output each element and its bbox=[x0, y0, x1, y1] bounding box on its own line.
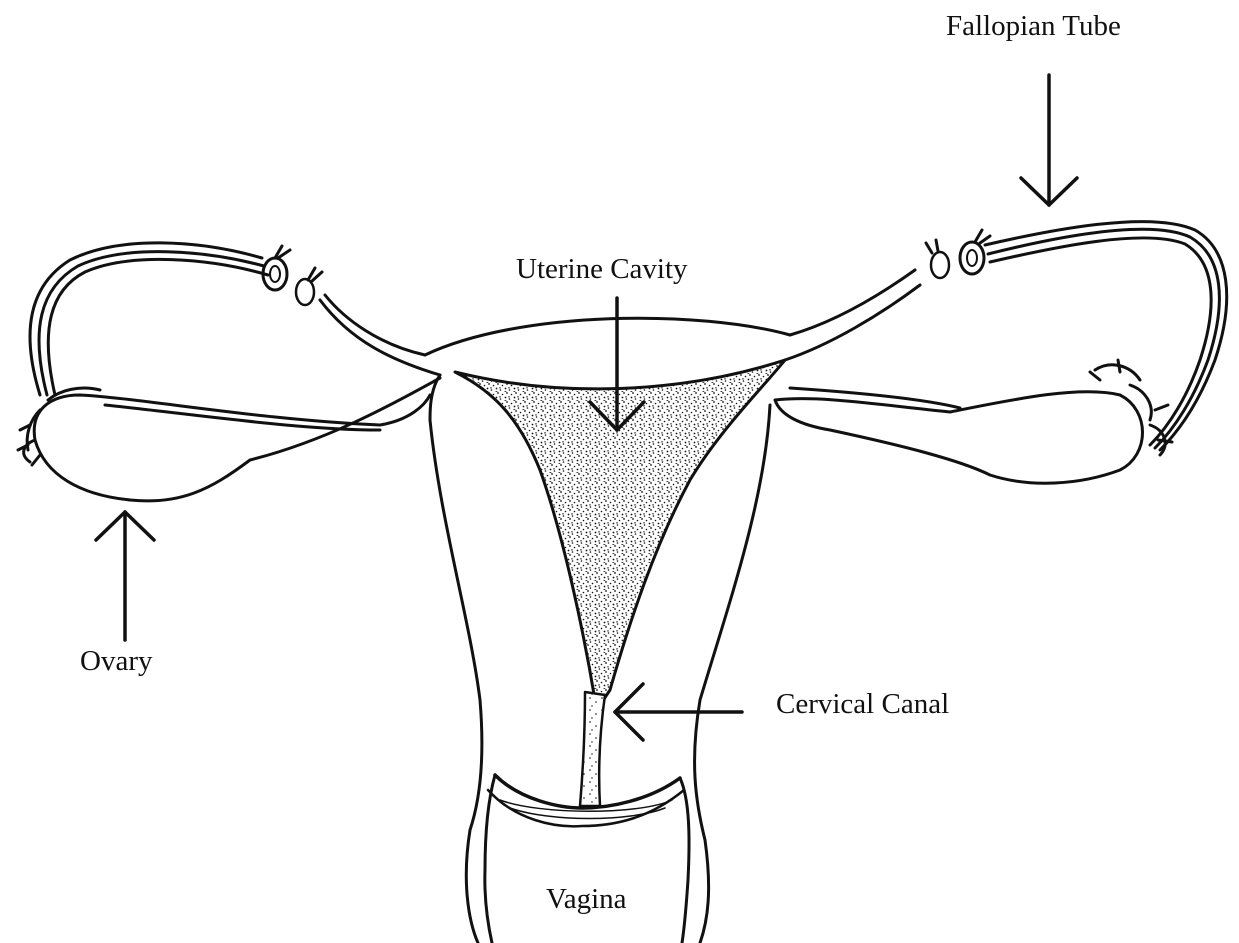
label-uterine-cavity: Uterine Cavity bbox=[516, 255, 688, 284]
left-ovary bbox=[18, 378, 440, 501]
right-fallopian-tube bbox=[785, 222, 1227, 450]
uterine-cavity-shape bbox=[455, 360, 785, 705]
arrow-cervical-canal bbox=[615, 684, 742, 740]
right-ovary bbox=[775, 360, 1172, 483]
cervical-canal-shape bbox=[580, 692, 605, 806]
label-fallopian-tube: Fallopian Tube bbox=[946, 12, 1121, 41]
label-ovary: Ovary bbox=[80, 647, 152, 676]
arrow-ovary bbox=[96, 512, 154, 640]
label-vagina: Vagina bbox=[546, 885, 627, 914]
label-cervical-canal: Cervical Canal bbox=[776, 690, 949, 719]
arrow-fallopian-tube bbox=[1021, 75, 1077, 205]
left-fallopian-tube bbox=[30, 243, 440, 395]
